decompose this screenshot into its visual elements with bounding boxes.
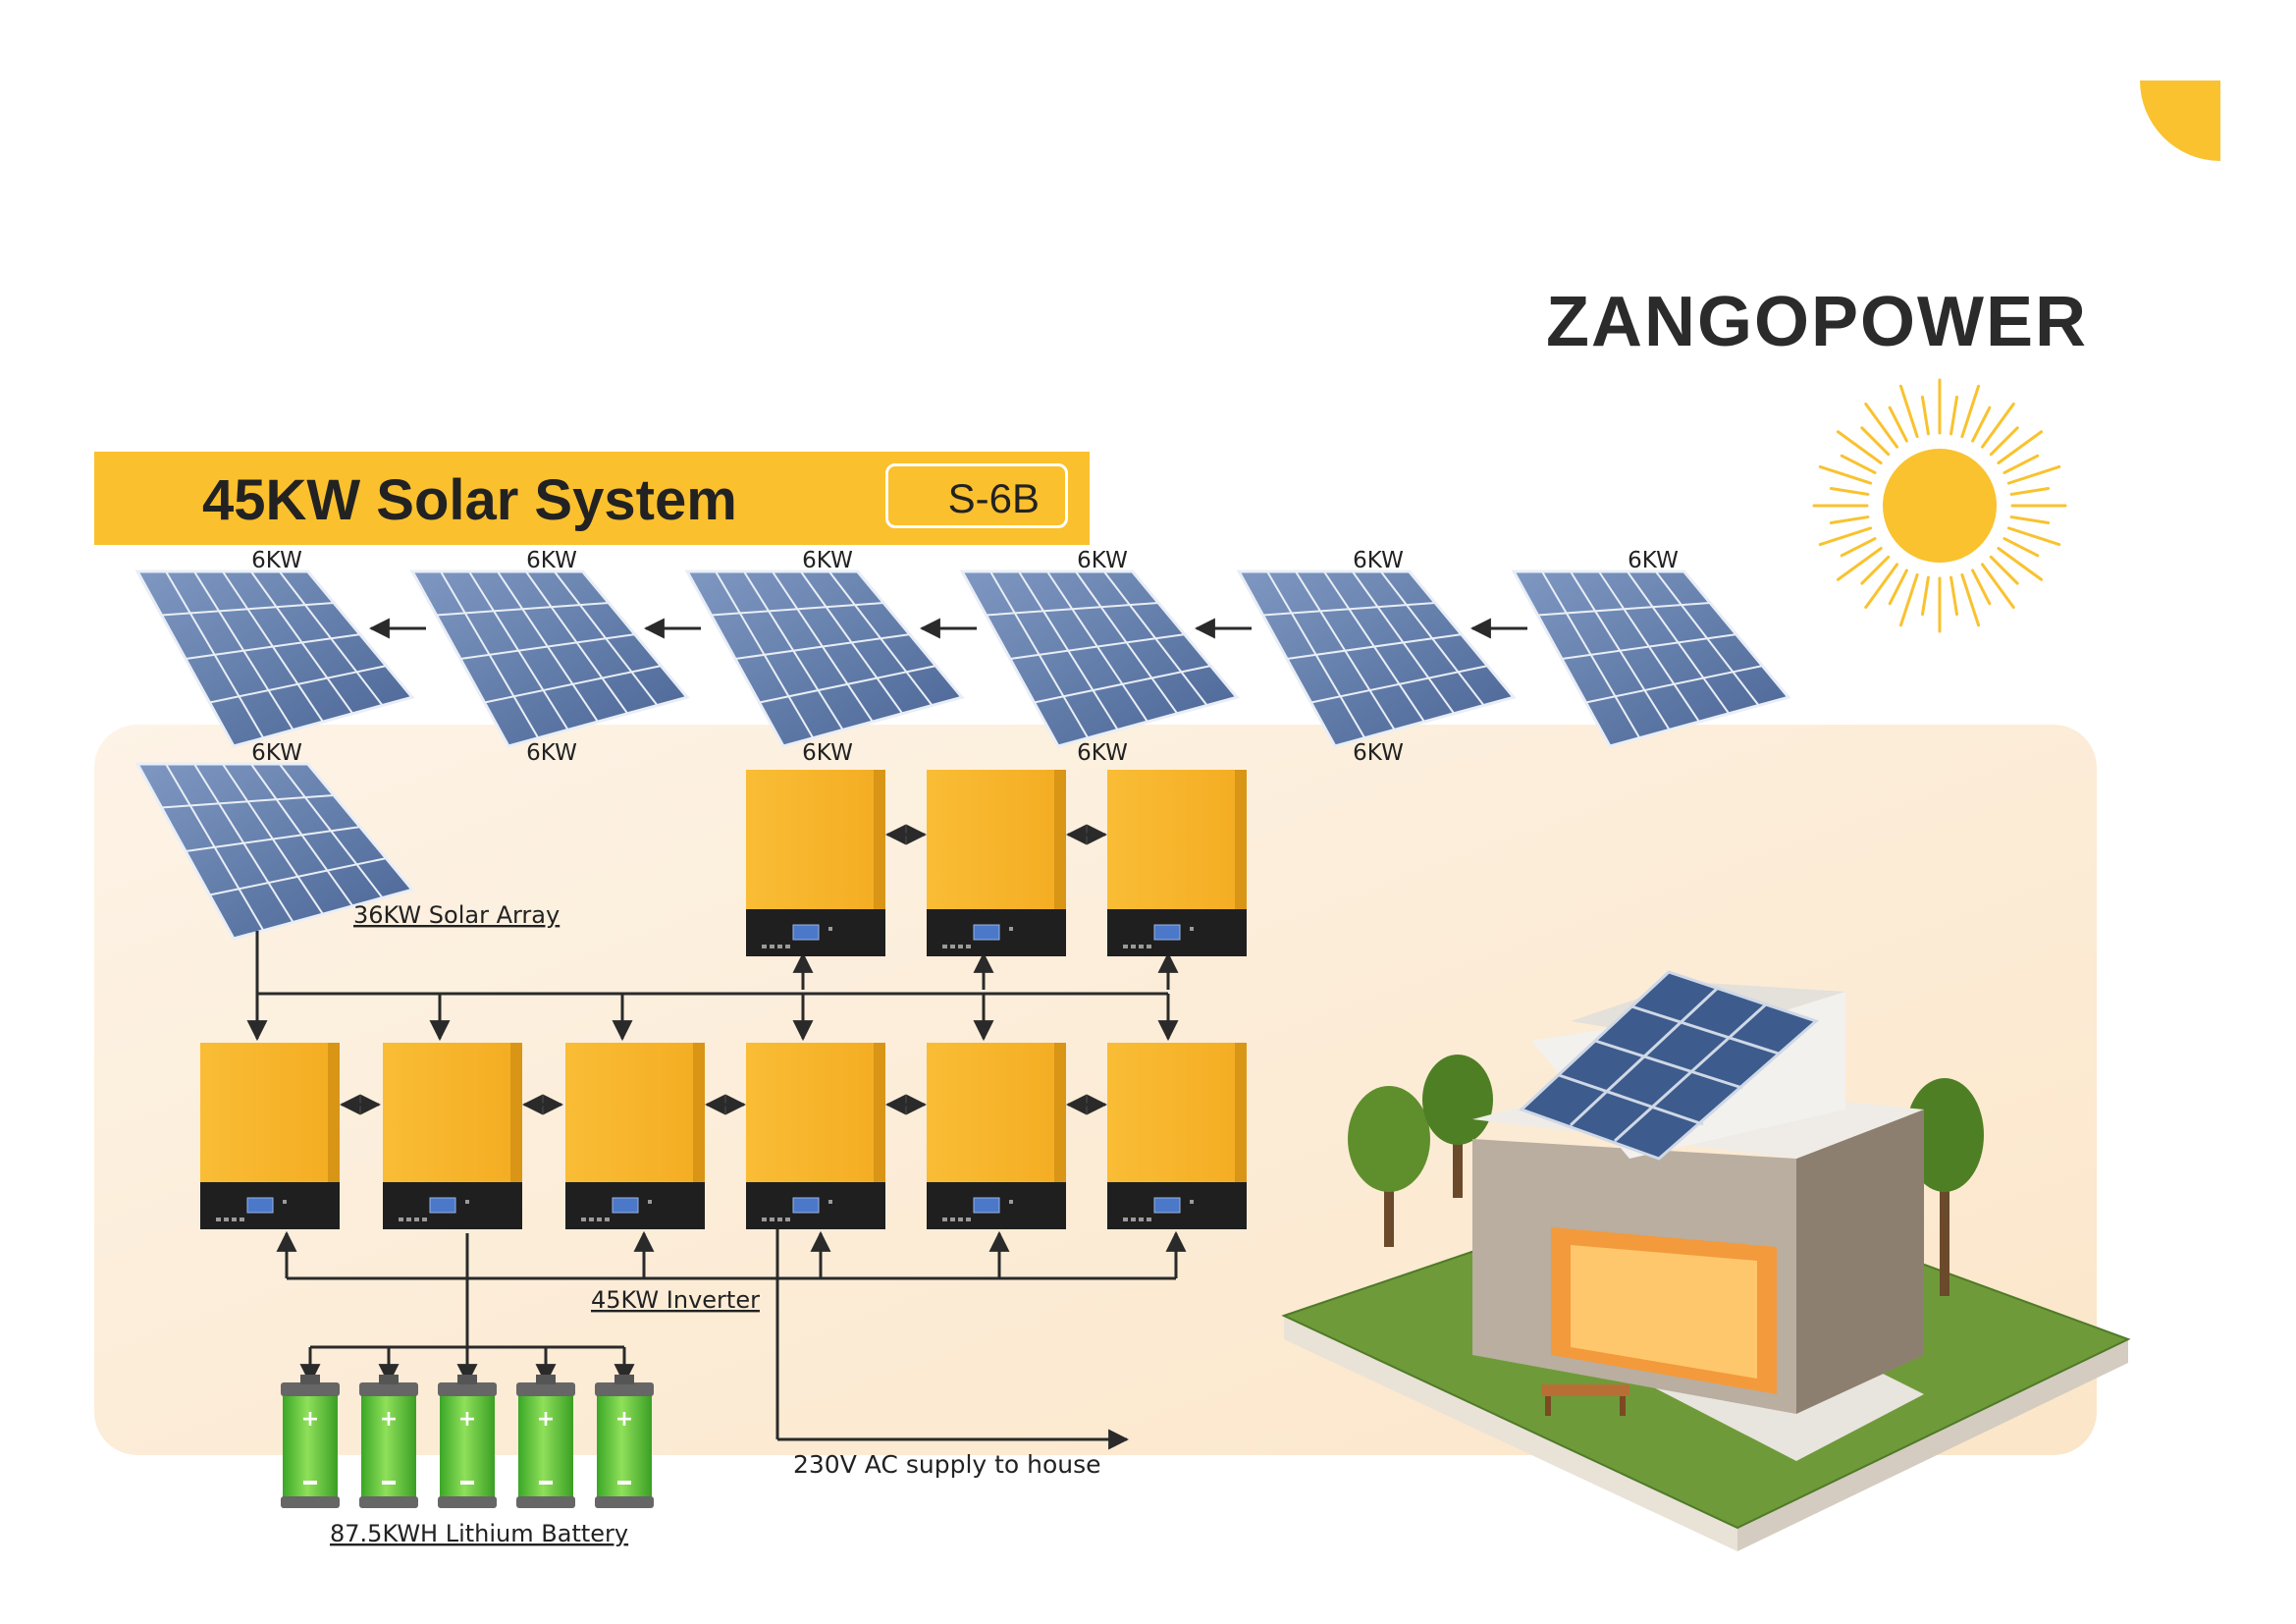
panel-label: 6KW (1077, 740, 1128, 766)
panel-label: 6KW (1628, 548, 1679, 573)
panel-label: 6KW (1353, 740, 1404, 766)
battery-cell: + (281, 1375, 340, 1508)
title-bar: 45KW Solar System S-6B (94, 452, 1090, 545)
svg-text:+: + (301, 1407, 319, 1432)
inverter-unit (746, 1043, 885, 1229)
top-panel-labels: 6KW 6KW 6KW 6KW 6KW 6KW (251, 548, 1679, 573)
inverter-unit (383, 1043, 522, 1229)
battery-cell: + (516, 1375, 575, 1508)
inverter-unit (927, 1043, 1066, 1229)
panel-label: 6KW (251, 740, 302, 766)
inverter-unit (746, 770, 885, 956)
inverter-label: 45KW Inverter (591, 1286, 760, 1314)
second-panel-labels: 6KW 6KW 6KW 6KW 6KW (251, 740, 1404, 766)
panel-label: 6KW (526, 548, 577, 573)
inverter-group (200, 770, 1247, 1229)
inverter-unit (1107, 1043, 1247, 1229)
inverter-unit (1107, 770, 1247, 956)
panel-label: 6KW (251, 548, 302, 573)
solar-panel (1236, 569, 1517, 748)
page-title: 45KW Solar System (202, 468, 737, 532)
inverter-unit (927, 770, 1066, 956)
solar-panel (959, 569, 1240, 748)
brand-logo: ZANGOPOWER (1546, 283, 2088, 361)
sun-icon (1812, 378, 2067, 633)
battery-label: 87.5KWH Lithium Battery (330, 1520, 628, 1547)
battery-cell: + (438, 1375, 497, 1508)
svg-text:+: + (458, 1407, 476, 1432)
solar-array-label: 36KW Solar Array (353, 901, 560, 929)
ac-supply-label: 230V AC supply to house (793, 1450, 1101, 1479)
inverter-unit (565, 1043, 705, 1229)
svg-text:+: + (380, 1407, 398, 1432)
top-panel-row (134, 569, 1791, 748)
battery-group: + + + + + (281, 1375, 654, 1508)
inverter-unit (200, 1043, 340, 1229)
svg-text:+: + (615, 1407, 633, 1432)
house-illustration (1281, 970, 2131, 1551)
solar-panel (1511, 569, 1791, 748)
solar-panel (684, 569, 965, 748)
wiring (246, 824, 1187, 1450)
svg-text:+: + (537, 1407, 555, 1432)
model-badge: S-6B (885, 463, 1068, 528)
panel-label: 6KW (526, 740, 577, 766)
panel-label: 6KW (802, 548, 853, 573)
solar-panel (134, 762, 415, 941)
battery-cell: + (595, 1375, 654, 1508)
solar-array-panel (134, 762, 415, 941)
solar-panel (134, 569, 415, 748)
solar-panel (409, 569, 690, 748)
panel-label: 6KW (1353, 548, 1404, 573)
panel-label: 6KW (1077, 548, 1128, 573)
panel-label: 6KW (802, 740, 853, 766)
battery-cell: + (359, 1375, 418, 1508)
